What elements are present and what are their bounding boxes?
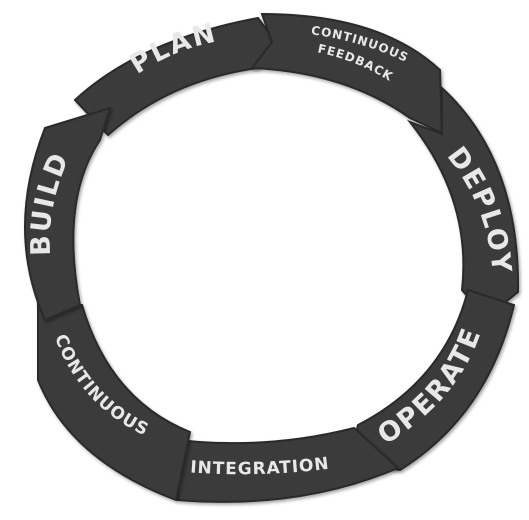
segment-integration (159, 426, 400, 503)
segment-continuous (37, 298, 192, 502)
segment-operate (346, 288, 516, 472)
segment-continuous-feedback (250, 12, 444, 135)
segment-build (24, 106, 112, 322)
